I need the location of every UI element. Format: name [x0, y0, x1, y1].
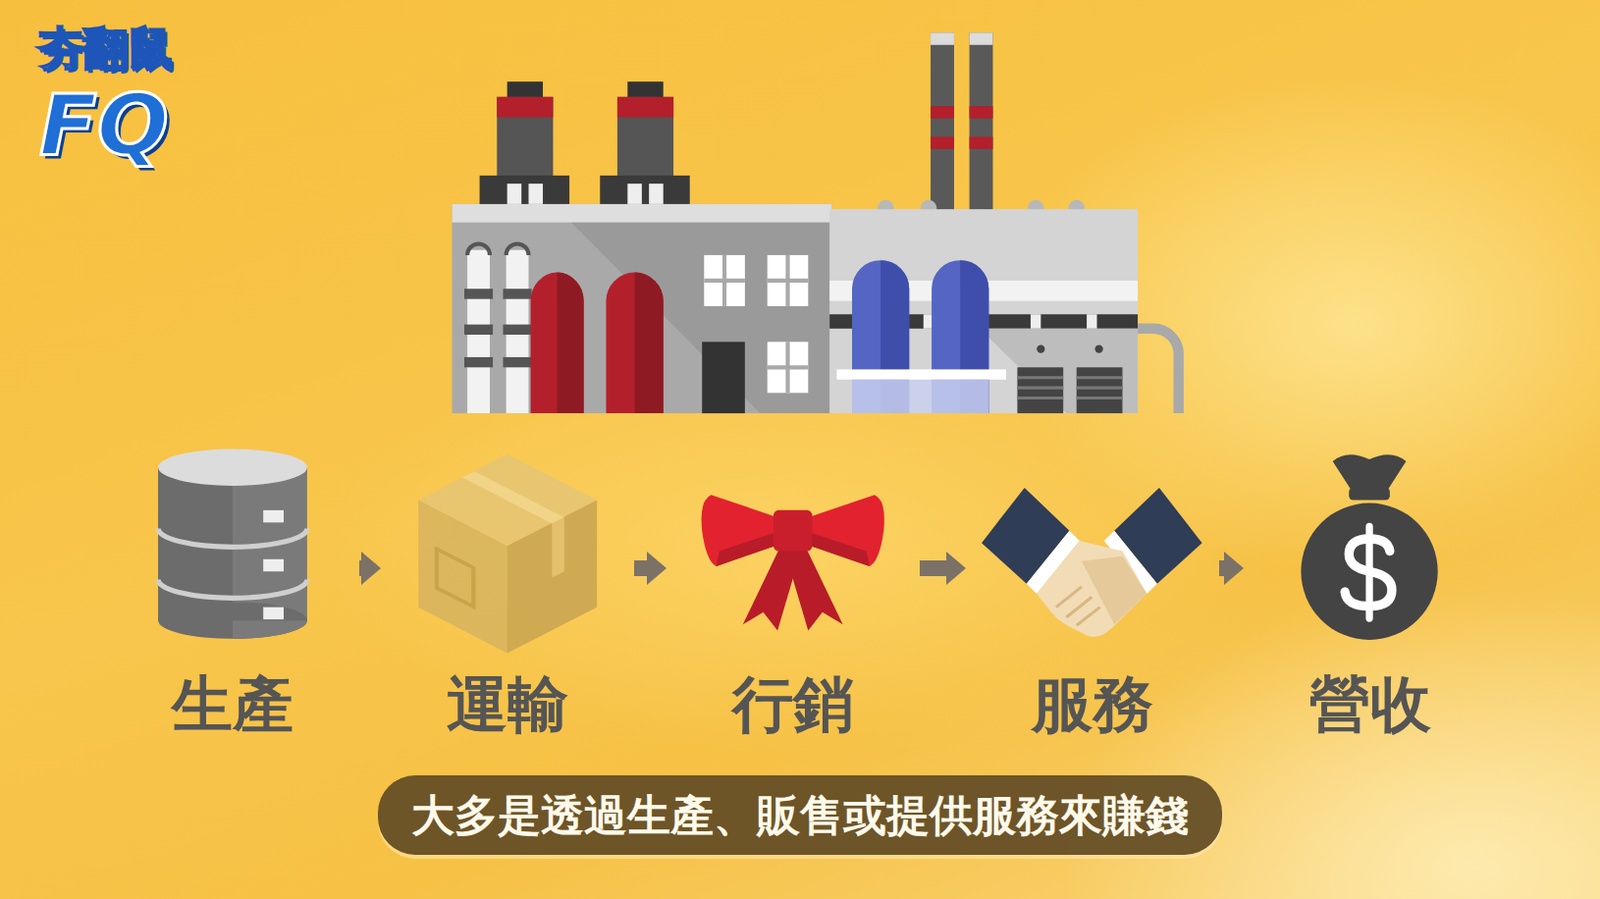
arrow-shaft — [634, 560, 649, 577]
subtitle-caption: 大多是透過生產、販售或提供服務來賺錢 — [377, 775, 1223, 855]
step-label: 運輸 — [394, 668, 621, 742]
database-icon — [158, 448, 308, 639]
flow-arrow — [634, 551, 667, 586]
flow-arrow — [1219, 551, 1244, 586]
arrow-head — [361, 551, 381, 586]
process-step: 運輸 — [394, 446, 621, 742]
step-label: 行銷 — [680, 668, 907, 742]
ribbon-icon — [701, 494, 885, 631]
arrow-shaft — [919, 560, 949, 577]
arrow-head — [1224, 551, 1244, 586]
step-label: 生產 — [119, 668, 346, 742]
arrow-head — [946, 551, 966, 586]
parcel-icon — [418, 454, 597, 654]
step-label: 營收 — [1257, 668, 1484, 742]
logo-text: 夯翻鼠 — [37, 23, 173, 74]
handshake-icon — [981, 487, 1203, 638]
flow-arrow — [359, 551, 381, 586]
factory-illustration — [452, 32, 1179, 414]
logo-mark: FQ — [39, 80, 169, 169]
process-step: 生產 — [119, 446, 346, 742]
process-step: 行銷 — [680, 446, 907, 742]
money-bag-icon — [1300, 454, 1438, 640]
arrow-head — [646, 551, 667, 586]
process-step: 服務 — [979, 446, 1206, 742]
process-step: 營收 — [1257, 446, 1484, 742]
step-label: 服務 — [979, 668, 1206, 742]
flow-arrow — [919, 551, 966, 586]
